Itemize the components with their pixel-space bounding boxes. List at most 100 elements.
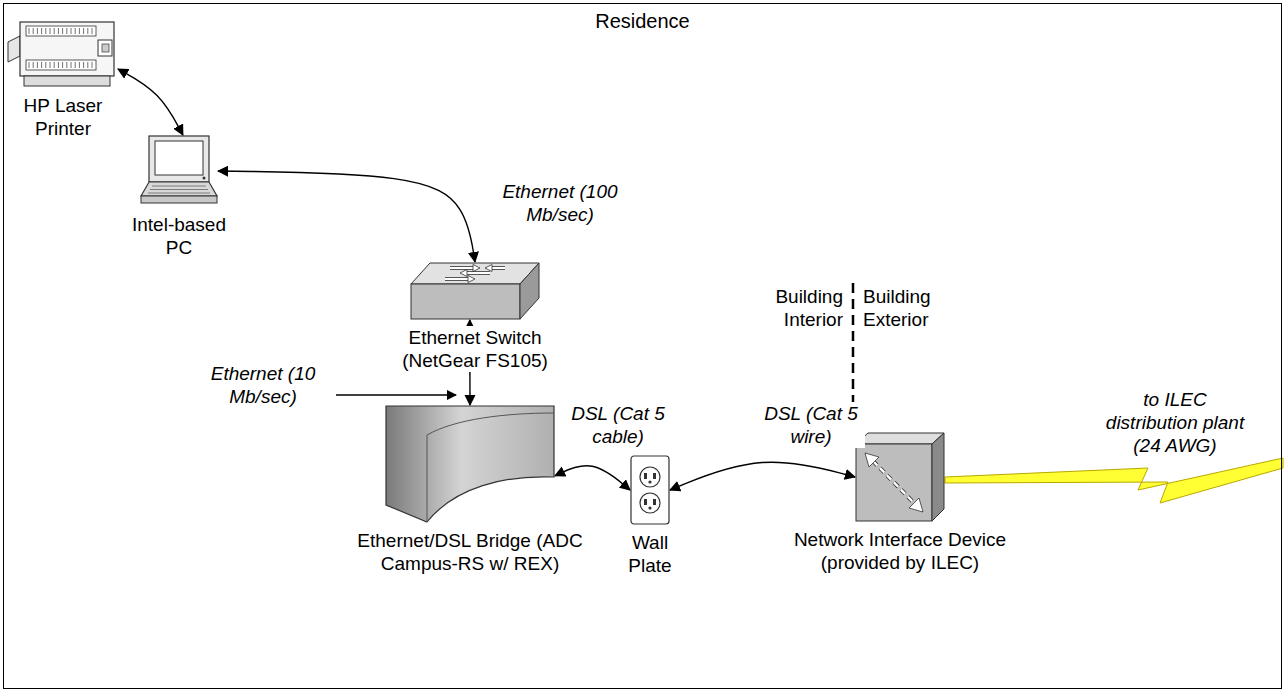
printer-icon-part [50,62,51,68]
printer-icon-part [62,28,63,34]
printer-icon-part [92,28,93,34]
printer-icon-part [33,62,34,68]
link-connector [670,462,855,490]
switch-icon-part [445,278,470,280]
printer-icon-part [66,28,67,34]
printer-icon-part [24,76,110,86]
device-node: HP Laser Printer [8,12,118,88]
switch-icon-part [465,272,490,274]
switch-icon-part [450,266,475,270]
printer-icon-part [98,40,112,56]
device-node: Intel-based PC [140,135,218,207]
switch-icon-part [473,265,480,272]
printer-icon-part [58,28,59,34]
printer-icon-part [45,28,46,34]
printer-icon-part [54,28,55,34]
switch-icon-part [520,263,539,319]
device-node: Wall Plate [630,455,670,525]
link-label: DSL (Cat 5 wire) [757,402,865,448]
printer-icon-part [75,62,76,68]
boundary-label: Building Interior [745,285,845,331]
device-label: Wall Plate [618,531,682,577]
link-connector [118,69,183,135]
lightning-bolt [945,458,1283,503]
printer-icon-part [66,62,67,68]
printer-icon-part [45,62,46,68]
nid-icon-part [865,453,879,467]
switch-icon [410,262,540,320]
device-label: Network Interface Device (provided by IL… [784,528,1016,574]
wall-plate-icon-part [640,467,660,487]
printer-icon-part [87,62,88,68]
switch-icon-part [460,270,467,277]
device-label: HP Laser Printer [8,94,118,140]
pc-icon-part [141,196,217,203]
printer-icon-part [83,62,84,68]
region-title: Residence [4,10,1281,33]
switch-icon-part [465,271,490,275]
link-label: DSL (Cat 5 cable) [562,402,674,448]
switch-icon-part [468,276,475,283]
printer-icon-part [79,28,80,34]
wall-plate-icon-part [644,473,647,479]
pc-icon-part [148,193,210,194]
pc-icon-part [141,182,217,196]
printer-icon-part [26,60,96,70]
link-label: Ethernet (100 Mb/sec) [495,180,625,226]
device-label: Intel-based PC [124,213,234,259]
switch-icon-part [411,284,520,319]
pc-icon-part [149,136,209,182]
printer-icon-part [71,28,72,34]
pc-icon-part [150,189,208,190]
switch-icon-part [485,265,492,272]
link-connector [555,466,630,490]
printer-icon-part [75,28,76,34]
bridge-icon [385,405,555,523]
switch-icon-part [445,277,470,281]
printer-icon [8,12,118,88]
printer-icon-part [79,62,80,68]
pc-icon-part [152,186,206,187]
nid-icon-part [909,498,923,512]
printer-icon-part [37,28,38,34]
pc-icon [140,135,218,207]
wall-plate-icon-part [640,493,660,513]
printer-icon-part [92,62,93,68]
device-node: Ethernet Switch (NetGear FS105) [410,262,540,320]
nid-icon-part [873,461,915,504]
printer-icon-part [29,62,30,68]
printer-icon-part [62,62,63,68]
printer-icon-part [41,62,42,68]
device-node: Ethernet/DSL Bridge (ADC Campus-RS w/ RE… [385,405,555,523]
printer-icon-part [83,28,84,34]
link-connector [218,171,475,262]
leader-line [336,394,456,395]
device-label: Ethernet Switch (NetGear FS105) [390,326,560,372]
printer-icon-part [33,28,34,34]
printer-icon-part [87,28,88,34]
printer-icon-part [54,62,55,68]
bridge-icon-part [427,413,554,522]
boundary-label: Building Exterior [861,285,971,331]
device-node: Network Interface Device (provided by IL… [855,432,945,522]
wall-plate-icon-part [653,473,656,479]
switch-icon-part [450,267,475,269]
printer-icon-part [50,28,51,34]
printer-icon-part [29,28,30,34]
wall-plate-icon-part [644,499,647,505]
wall-plate-icon-part [631,456,669,524]
nid-icon [855,432,945,522]
link-label: Ethernet (10 Mb/sec) [195,362,331,408]
pc-icon-part [203,177,206,180]
nid-icon-part [932,433,944,521]
switch-icon-part [411,263,539,284]
wall-plate-icon-part [648,506,651,509]
printer-icon-part [102,44,109,52]
note-label: to ILEC distribution plant (24 AWG) [1095,388,1255,457]
nid-icon-part [856,433,944,444]
printer-icon-part [37,62,38,68]
bridge-icon-part [386,406,554,522]
wall-plate-icon-part [653,499,656,505]
printer-icon-part [58,62,59,68]
